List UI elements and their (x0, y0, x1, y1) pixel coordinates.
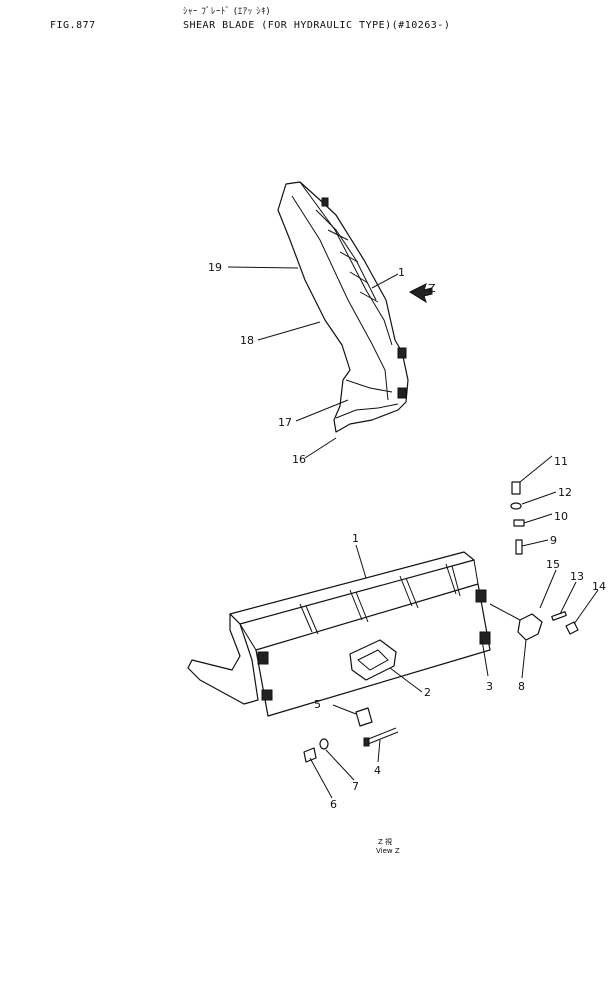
callout-11: 11 (554, 455, 568, 468)
callout-5: 5 (314, 698, 321, 711)
callout-7: 7 (352, 780, 359, 793)
callout-14: 14 (592, 580, 606, 593)
figure-number: FIG.877 (50, 20, 96, 31)
callout-9: 9 (550, 534, 557, 547)
callout-15: 15 (546, 558, 560, 571)
view-caption-jp: Z 視 (378, 837, 392, 846)
callout-8: 8 (518, 680, 525, 693)
view-caption-en: View Z (376, 847, 400, 855)
callout-1-upper: 1 (398, 266, 405, 279)
blade-side-view (277, 181, 409, 433)
callout-13: 13 (570, 570, 584, 583)
callout-17: 17 (278, 416, 292, 429)
figure-title: SHEAR BLADE (FOR HYDRAULIC TYPE)(#10263-… (183, 20, 451, 31)
callout-2: 2 (424, 686, 431, 699)
leader-lines (227, 266, 599, 799)
blade-assembly-view (187, 481, 579, 763)
callout-19: 19 (208, 261, 222, 274)
callout-18: 18 (240, 334, 254, 347)
callout-1-lower: 1 (352, 532, 359, 545)
title-japanese: ｼｬｰ ﾌﾞﾚｰﾄﾞ (ｴｱｯ ｼｷ) (183, 7, 271, 17)
view-z-letter: Z (428, 282, 436, 295)
callout-numbers: 1 19 18 17 16 1 2 3 4 5 6 7 8 9 10 11 12… (208, 261, 606, 811)
callout-12: 12 (558, 486, 572, 499)
callout-4: 4 (374, 764, 381, 777)
callout-16: 16 (292, 453, 306, 466)
view-z-arrow: Z (408, 282, 436, 304)
callout-6: 6 (330, 798, 337, 811)
callout-3: 3 (486, 680, 493, 693)
callout-10: 10 (554, 510, 568, 523)
